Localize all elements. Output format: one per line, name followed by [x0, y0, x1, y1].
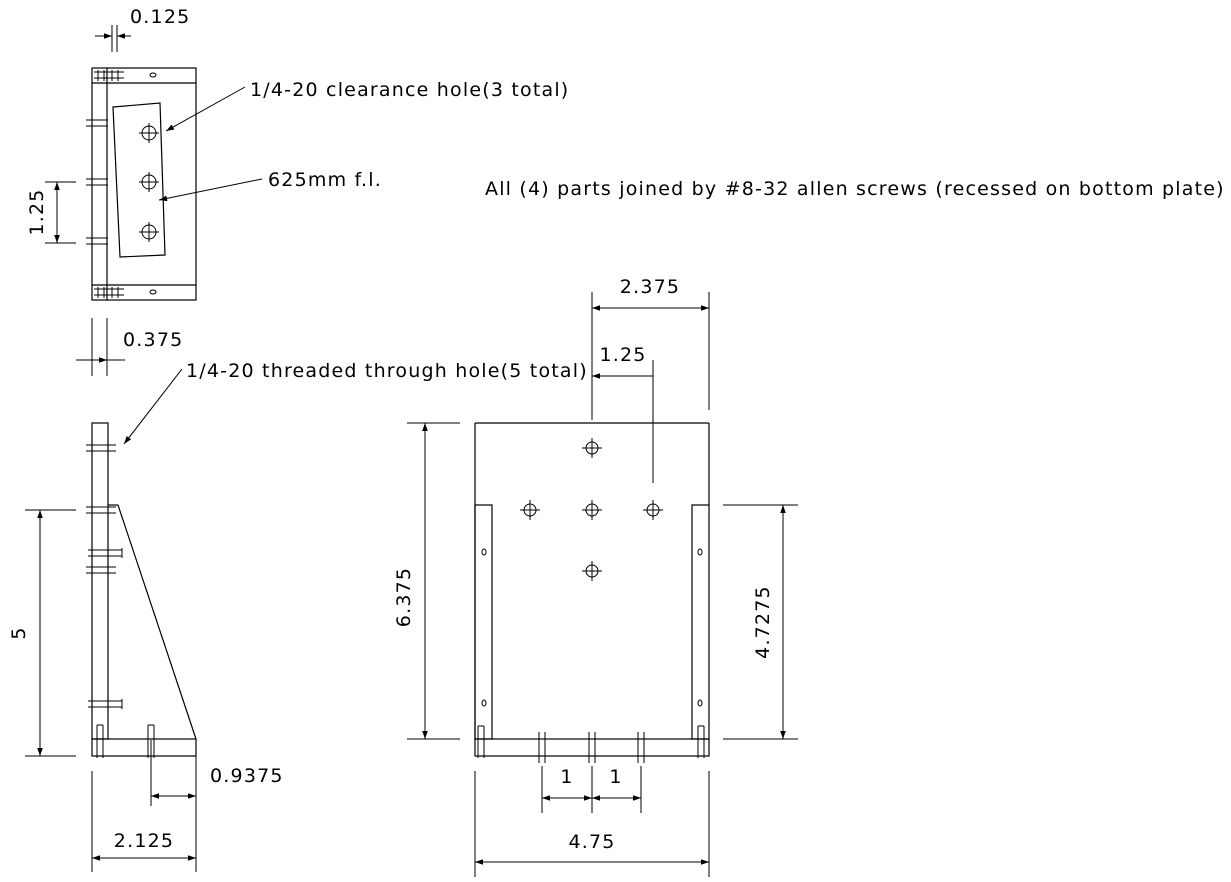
dimension-top-spacing: 1.25 [26, 181, 76, 244]
threaded-hole-left [520, 500, 540, 520]
dimension-top-slot: 0.125 [95, 6, 190, 52]
side-view-hole-marks [86, 444, 155, 758]
front-view-screw-hole [481, 548, 487, 556]
threaded-hole-center [582, 500, 602, 520]
front-view-screw-hole [697, 548, 703, 556]
dimension-side-hole-offset: 0.9375 [150, 740, 284, 872]
top-view-plate-outline [91, 67, 197, 301]
top-view-screw-marks-bottom [94, 287, 157, 298]
side-view-gusset-diagonal [117, 504, 197, 740]
front-view-left-wall [474, 504, 493, 740]
dimension-side-offset-label: 0.375 [123, 329, 183, 351]
dimension-side-height-label: 5 [8, 626, 30, 639]
front-view-base-holes [538, 732, 645, 763]
top-view-wall-holes [86, 119, 108, 245]
dimension-front-hole-offset-label: 1.25 [599, 344, 646, 366]
dimension-front-spacing: 1 1 [541, 766, 642, 813]
focal-length-leader [158, 178, 263, 202]
threaded-hole-right [643, 500, 663, 520]
top-view: 0.125 1.25 0.375 1/4-20 clearance hole(3… [26, 6, 569, 376]
dimension-side-height: 5 [8, 509, 76, 757]
dimension-side-offset: 0.375 [76, 318, 183, 376]
clearance-hole-note: 1/4-20 clearance hole(3 total) [250, 79, 569, 101]
clearance-hole-leader [165, 86, 246, 132]
dimension-side-width-label: 2.125 [114, 830, 174, 852]
dimension-top-slot-label: 0.125 [130, 6, 190, 28]
dimension-front-height-label: 6.375 [393, 567, 415, 627]
front-view-right-wall [691, 504, 710, 740]
threaded-hole-top [582, 438, 602, 458]
side-view: 1/4-20 threaded through hole(5 total) 5 … [8, 360, 588, 872]
dimension-front-half-width: 2.375 [591, 276, 710, 420]
dimension-front-height: 6.375 [393, 422, 460, 740]
dimension-front-spacing-right-label: 1 [609, 766, 622, 788]
clearance-hole-2 [139, 172, 159, 192]
clearance-hole-3 [139, 222, 159, 242]
threaded-hole-note: 1/4-20 threaded through hole(5 total) [186, 360, 588, 382]
dimension-front-inner-height-label: 4.7275 [752, 585, 774, 659]
side-view-wall [91, 422, 109, 740]
dimension-front-width: 4.75 [474, 771, 710, 877]
dimension-front-width-label: 4.75 [568, 831, 615, 853]
threaded-hole-leader [123, 368, 183, 445]
top-view-screw-marks-top [94, 70, 157, 81]
front-view-base-plate [474, 738, 710, 757]
lens-outline [112, 102, 166, 258]
front-view-screw-hole [697, 699, 703, 707]
dimension-top-spacing-label: 1.25 [26, 188, 48, 235]
dimension-front-inner-height: 4.7275 [723, 504, 798, 740]
side-view-base-plate [91, 738, 197, 757]
assembly-note: All (4) parts joined by #8-32 allen scre… [485, 178, 1225, 200]
threaded-hole-bottom [582, 561, 602, 581]
dimension-side-hole-offset-label: 0.9375 [210, 765, 284, 787]
front-view: 2.375 1.25 6.375 4.7275 [393, 276, 798, 877]
dimension-front-hole-offset: 1.25 [592, 344, 654, 483]
front-view-corner-screws [477, 725, 705, 758]
clearance-hole-1 [139, 123, 159, 143]
dimension-side-width: 2.125 [91, 771, 196, 872]
focal-length-note: 625mm f.l. [268, 169, 382, 191]
dimension-front-spacing-left-label: 1 [560, 766, 573, 788]
dimension-front-half-width-label: 2.375 [620, 276, 680, 298]
front-view-screw-hole [481, 699, 487, 707]
